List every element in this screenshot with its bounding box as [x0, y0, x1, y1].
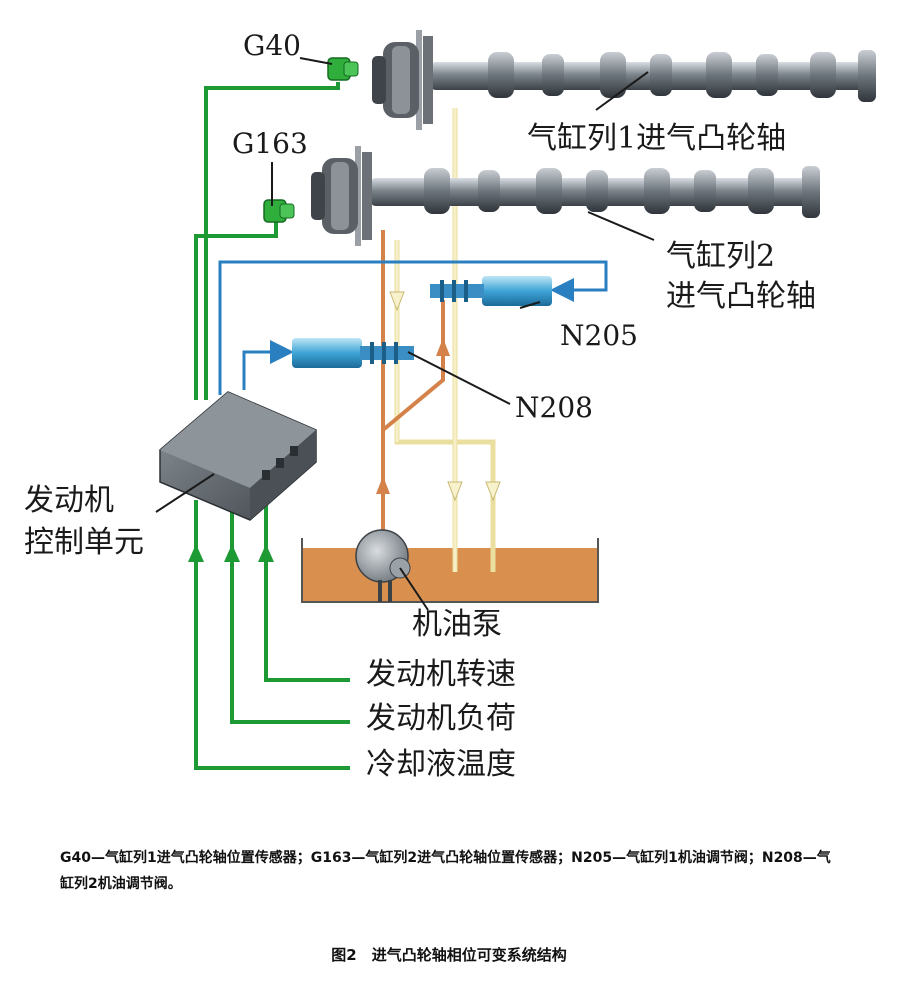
input-engine-load-label: 发动机负荷 [366, 701, 516, 736]
leader-lines [155, 57, 655, 611]
camshaft-bank-2 [311, 146, 820, 246]
sensor-signal-lines [194, 82, 340, 400]
g163-label: G163 [232, 127, 308, 160]
figure-caption: G40—气缸列1进气凸轮轴位置传感器；G163—气缸列2进气凸轮轴位置传感器；N… [60, 850, 831, 892]
bank2-camshaft-label-line2: 进气凸轮轴 [666, 279, 816, 314]
vvt-system-diagram [155, 30, 876, 770]
ecu-label-line1: 发动机 [24, 483, 114, 518]
oil-return-arrows [389, 291, 501, 502]
bank2-camshaft-label-line1: 气缸列2 [666, 239, 776, 274]
ecu-input-arrows [188, 544, 274, 562]
n208-label: N208 [515, 391, 593, 424]
figure-title: 图2 进气凸轮轴相位可变系统结构 [331, 946, 567, 964]
bank1-camshaft-label: 气缸列1进气凸轮轴 [527, 121, 787, 156]
input-coolant-temp-label: 冷却液温度 [366, 747, 516, 782]
control-lines [218, 260, 608, 395]
oil-pump-label: 机油泵 [412, 607, 502, 642]
n208-valve [292, 338, 414, 368]
n205-label: N205 [560, 319, 638, 352]
g163-sensor-icon [263, 199, 295, 223]
g40-sensor-icon [327, 57, 359, 81]
oil-pressure-lines [381, 230, 445, 540]
n205-valve [430, 276, 552, 306]
oil-pressure-arrows [376, 338, 450, 494]
ecu-input-lines [194, 500, 350, 770]
ecu-box [159, 391, 317, 521]
camshaft-bank-1 [372, 30, 876, 130]
g40-label: G40 [243, 29, 301, 62]
input-engine-speed-label: 发动机转速 [366, 657, 516, 692]
ecu-label-line2: 控制单元 [24, 525, 144, 560]
oil-sump [301, 538, 599, 603]
